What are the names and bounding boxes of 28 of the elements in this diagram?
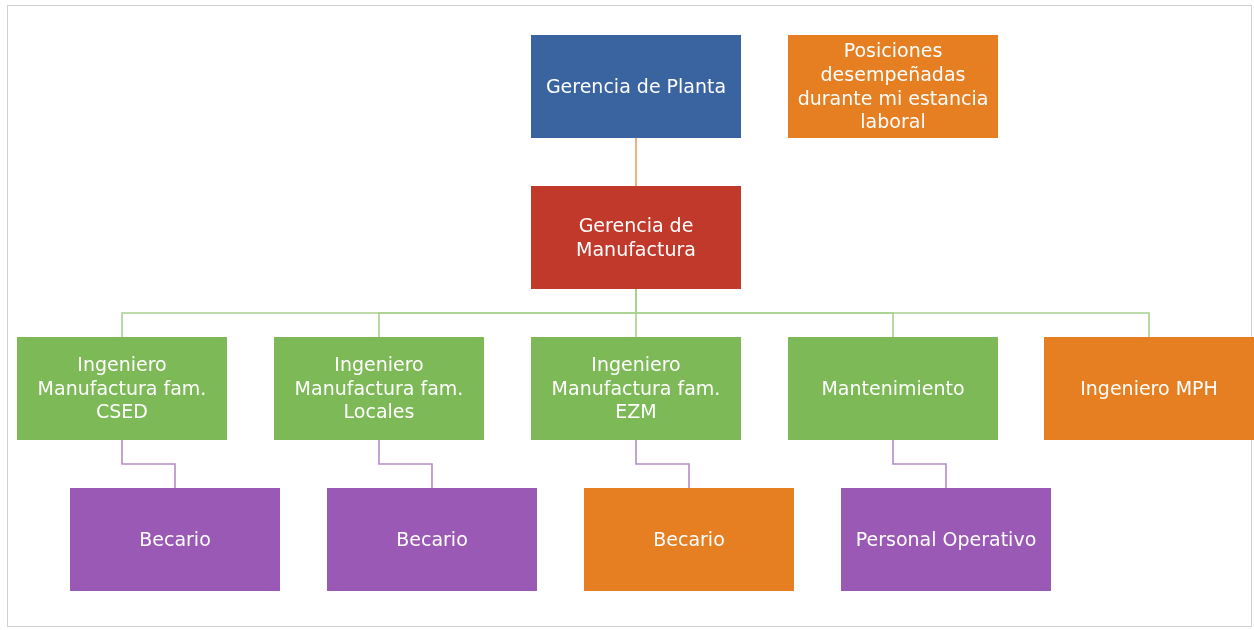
org-box xyxy=(584,488,794,591)
connector-line xyxy=(635,439,690,489)
box-label: Gerencia de Planta xyxy=(545,74,727,99)
box-label: Posiciones desempeñadas durante mi estancia laboral xyxy=(796,39,990,134)
box-label: Gerencia de Manufactura xyxy=(575,213,697,262)
box-label: Becario xyxy=(653,527,725,552)
box-label: Mantenimiento xyxy=(821,376,965,401)
org-box xyxy=(531,35,741,138)
org-box xyxy=(841,488,1051,591)
connector-line xyxy=(635,137,637,187)
box-label: Ingeniero Manufactura fam. CSED xyxy=(36,352,208,425)
box-label: Personal Operativo xyxy=(855,527,1037,552)
box-label: Ingeniero MPH xyxy=(1080,376,1218,401)
org-box xyxy=(17,337,227,440)
box-label: Becario xyxy=(396,527,468,552)
org-box xyxy=(274,337,484,440)
connector-line xyxy=(378,439,433,489)
box-label: Becario xyxy=(139,527,211,552)
org-box xyxy=(327,488,537,591)
org-box xyxy=(1044,337,1254,440)
box-label: Ingeniero Manufactura fam. EZM xyxy=(550,352,722,425)
connector-line xyxy=(892,439,947,489)
org-box xyxy=(788,337,998,440)
box-label: Ingeniero Manufactura fam. Locales xyxy=(293,352,465,425)
org-box xyxy=(531,337,741,440)
org-box xyxy=(70,488,280,591)
connector-line xyxy=(121,439,176,489)
org-box xyxy=(531,186,741,289)
